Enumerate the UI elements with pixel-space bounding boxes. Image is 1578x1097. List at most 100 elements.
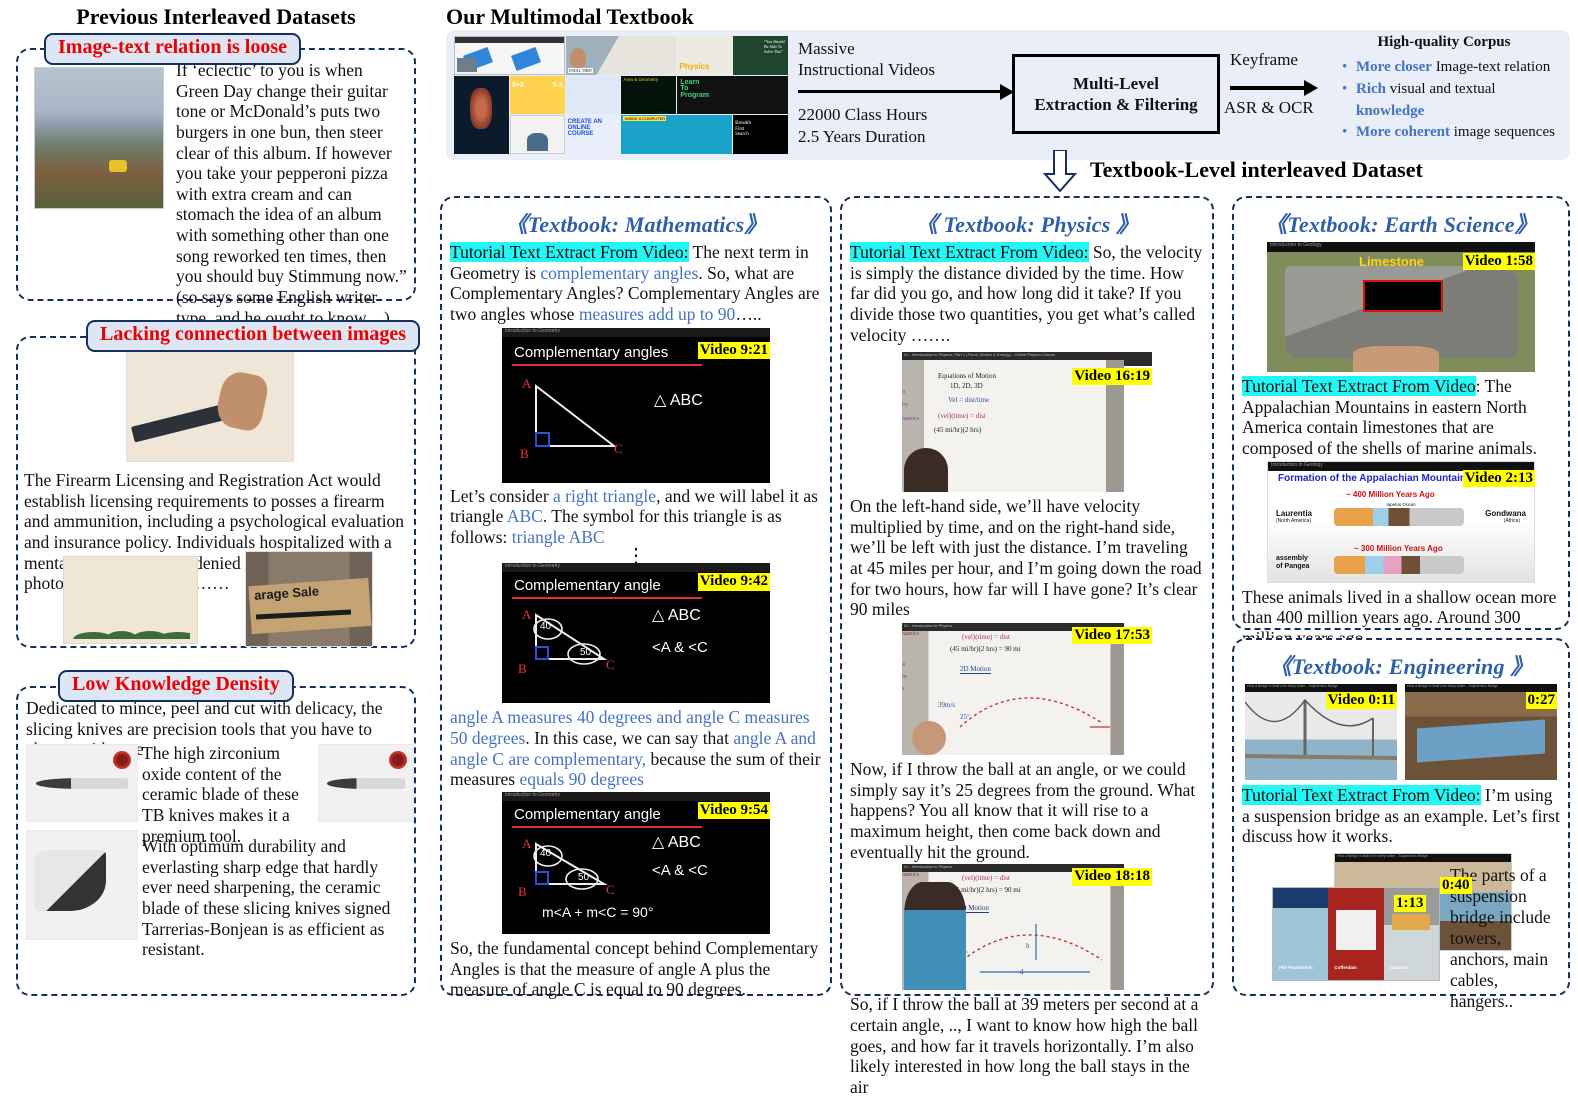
instructional-video-thumbnails: STEAL THIS! Physics “You Should Be Able … xyxy=(454,36,788,154)
run-highlight: a right triangle xyxy=(553,485,657,506)
brand-logo-icon xyxy=(113,751,131,769)
corpus-item-rest: image sequences xyxy=(1450,124,1555,141)
part-label-2: Cofferdam xyxy=(1334,964,1357,970)
iapetus-ocean-label: Iapetus Ocean xyxy=(1386,501,1416,507)
video-timestamp-tag: Video 0:11 xyxy=(1325,692,1397,710)
run: The next term in Geometry is xyxy=(450,242,809,283)
video-frame-topic: 01 - Introduction to Physics, Part 1 (Fo… xyxy=(902,352,1124,361)
video-timestamp-tag: Video 9:21 xyxy=(697,341,770,359)
thumb-math-addition-cartoon: 5+3 5-3 xyxy=(509,75,565,115)
bridge-parts-video-frames: How a Bridge is Built over deep water - … xyxy=(1242,852,1560,1011)
videos-label-line2: Instructional Videos xyxy=(798,60,936,80)
run-highlight: angle A and angle C are complementary, xyxy=(450,728,816,769)
run-highlight: measures add up to 90 xyxy=(578,303,736,324)
stats-line1: 22000 Class Hours xyxy=(798,105,928,124)
run-highlight: angle A measures 40 degrees and angle C … xyxy=(450,707,810,749)
laurentia-label: Laurentia xyxy=(1276,508,1313,518)
thumb-teacher-whiteboard: STEAL THIS! xyxy=(565,36,677,75)
video-frame-topic: Introduction to Geometry xyxy=(502,327,770,337)
textbook-column-mathematics: 《Textbook: Mathematics》 Tutorial Text Ex… xyxy=(440,196,832,999)
thumb-physics-graph: Physics xyxy=(677,36,733,75)
era-label-1: ~ 400 Million Years Ago xyxy=(1346,489,1435,499)
knife-description-1: The high zirconium oxide content of the … xyxy=(142,743,299,846)
run-highlight: ABC xyxy=(506,506,543,527)
vertex-label-c: C xyxy=(606,657,615,673)
video-frame-topic: 01 - Introduction to Physics xyxy=(902,623,1124,632)
high-quality-corpus-block: High-quality Corpus More closer Image-te… xyxy=(1326,34,1562,144)
run: Let’s consider xyxy=(450,485,554,506)
textbook-column-earth-science: 《Textbook: Earth Science》 Introduction t… xyxy=(1232,196,1570,648)
process-line1: Multi-Level xyxy=(1073,73,1159,93)
run: , and we will label it as triangle xyxy=(450,485,818,527)
vertical-ellipsis-icon: ⋮ xyxy=(626,545,646,568)
corpus-item-bold: More closer xyxy=(1356,59,1432,75)
board-line-6: 2D Motion xyxy=(958,904,989,914)
physics-title: 《 Textbook: Physics 》 xyxy=(915,212,1139,237)
video-timestamp-tag: Video 18:18 xyxy=(1072,868,1152,886)
panel-lacking-connection: The Firearm Licensing and Registration A… xyxy=(16,336,416,648)
bridge-video-frames: How a Bridge is Built over deep water - … xyxy=(1242,684,1560,780)
tutorial-text-label: Tutorial Text Extract From Video xyxy=(1242,376,1476,396)
videos-label-line1: Massive xyxy=(798,39,855,58)
part-label-1: Pile Foundation xyxy=(1279,964,1313,970)
video-frame-topic: How a Bridge is Built over deep water - … xyxy=(1245,684,1397,692)
run: . The symbol for this triangle is as fol… xyxy=(450,506,782,547)
board-line-5: (45 mi/hr)(2 hrs) = 90 mi xyxy=(950,645,1021,654)
triangle-abc-symbol: △ ABC xyxy=(652,834,701,852)
board-line-6: 2D Motion xyxy=(960,665,991,675)
pipeline-arrow-1-icon xyxy=(798,84,1014,100)
maple-leaves-photo xyxy=(63,556,198,644)
board-line-5: (45 mi/hr)(2 hrs) = 90 mi xyxy=(950,886,1021,895)
triangle-abc-symbol: △ ABC xyxy=(652,607,701,625)
run-highlight: complementary angles xyxy=(540,262,699,283)
run: : The Appalachian Mountains in eastern N… xyxy=(1242,376,1537,458)
physics-paragraph-1: Tutorial Text Extract From Video: So, th… xyxy=(850,242,1204,345)
ceramic-knife-photo-2 xyxy=(318,744,414,822)
math-paragraph-3: angle A measures 40 degrees and angle C … xyxy=(450,707,822,790)
angle-label: 25° xyxy=(960,713,970,722)
tutorial-text-label: Tutorial Text Extract From Video: xyxy=(450,242,689,262)
stats-line2: 2.5 Years Duration xyxy=(798,127,926,147)
board-heading: Complementary angles xyxy=(514,343,669,361)
gondwana-label: Gondwana xyxy=(1485,508,1526,518)
board-line-4: (vel)(time) = dist xyxy=(962,874,1010,883)
projectile-trajectory-icon xyxy=(959,697,1110,728)
corpus-item-tail: knowledge xyxy=(1356,102,1425,119)
board-line-3: Vel = dist/time xyxy=(948,396,990,405)
corpus-item-rest: Image-text relation xyxy=(1431,59,1551,75)
vertex-label-a: A xyxy=(522,836,532,852)
ceramic-knife-photo-3 xyxy=(26,830,138,940)
suspension-bridge-drawing-icon xyxy=(1245,698,1397,760)
part-label-3: Caisson xyxy=(1389,964,1408,970)
gondwana-sublabel: (Africa) xyxy=(1503,517,1520,524)
vertex-label-b: B xyxy=(518,661,527,677)
brand-logo-icon xyxy=(389,751,407,769)
ceramic-knife-photo-1 xyxy=(26,744,138,822)
corpus-list: More closer Image-text relation Rich vis… xyxy=(1326,57,1562,144)
corpus-item: More closer Image-text relation xyxy=(1342,57,1562,79)
video-timestamp-tag: Video 9:42 xyxy=(697,573,770,591)
physics-video-frame-3: 01 - Introduction to Physics (vel)(time)… xyxy=(902,864,1152,991)
video-frame-topic: Introduction to Geology xyxy=(1267,242,1535,252)
massive-videos-label: Massive Instructional Videos xyxy=(798,38,998,81)
vertex-label-a: A xyxy=(522,375,532,391)
board-line-1: Equations of Motion xyxy=(938,372,996,381)
board-heading: Complementary angle xyxy=(514,577,661,595)
badge-low-knowledge-density: Low Knowledge Density xyxy=(58,670,294,702)
corpus-title: High-quality Corpus xyxy=(1377,34,1511,50)
laurentia-sublabel: (North America) xyxy=(1276,517,1312,524)
video-timestamp-tag: Video 9:54 xyxy=(697,802,770,820)
video-timestamp-tag: Video 16:19 xyxy=(1072,368,1152,386)
physics-paragraph-2: On the left-hand side, we’ll have veloci… xyxy=(850,496,1202,620)
distance-label: d xyxy=(1020,968,1024,977)
pipeline-banner: STEAL THIS! Physics “You Should Be Able … xyxy=(446,30,1570,160)
era-label-2: ~ 300 Million Years Ago xyxy=(1354,543,1443,553)
math-paragraph-1: Tutorial Text Extract From Video: The ne… xyxy=(450,242,822,325)
math-video-frame-2: Introduction to Geometry Complementary a… xyxy=(502,563,770,704)
annotated-triangle-drawing-icon xyxy=(533,842,608,890)
run: because the sum of their measures xyxy=(450,748,821,790)
process-line2: Extraction & Filtering xyxy=(1034,95,1198,114)
corpus-item: More coherent image sequences xyxy=(1342,122,1562,144)
